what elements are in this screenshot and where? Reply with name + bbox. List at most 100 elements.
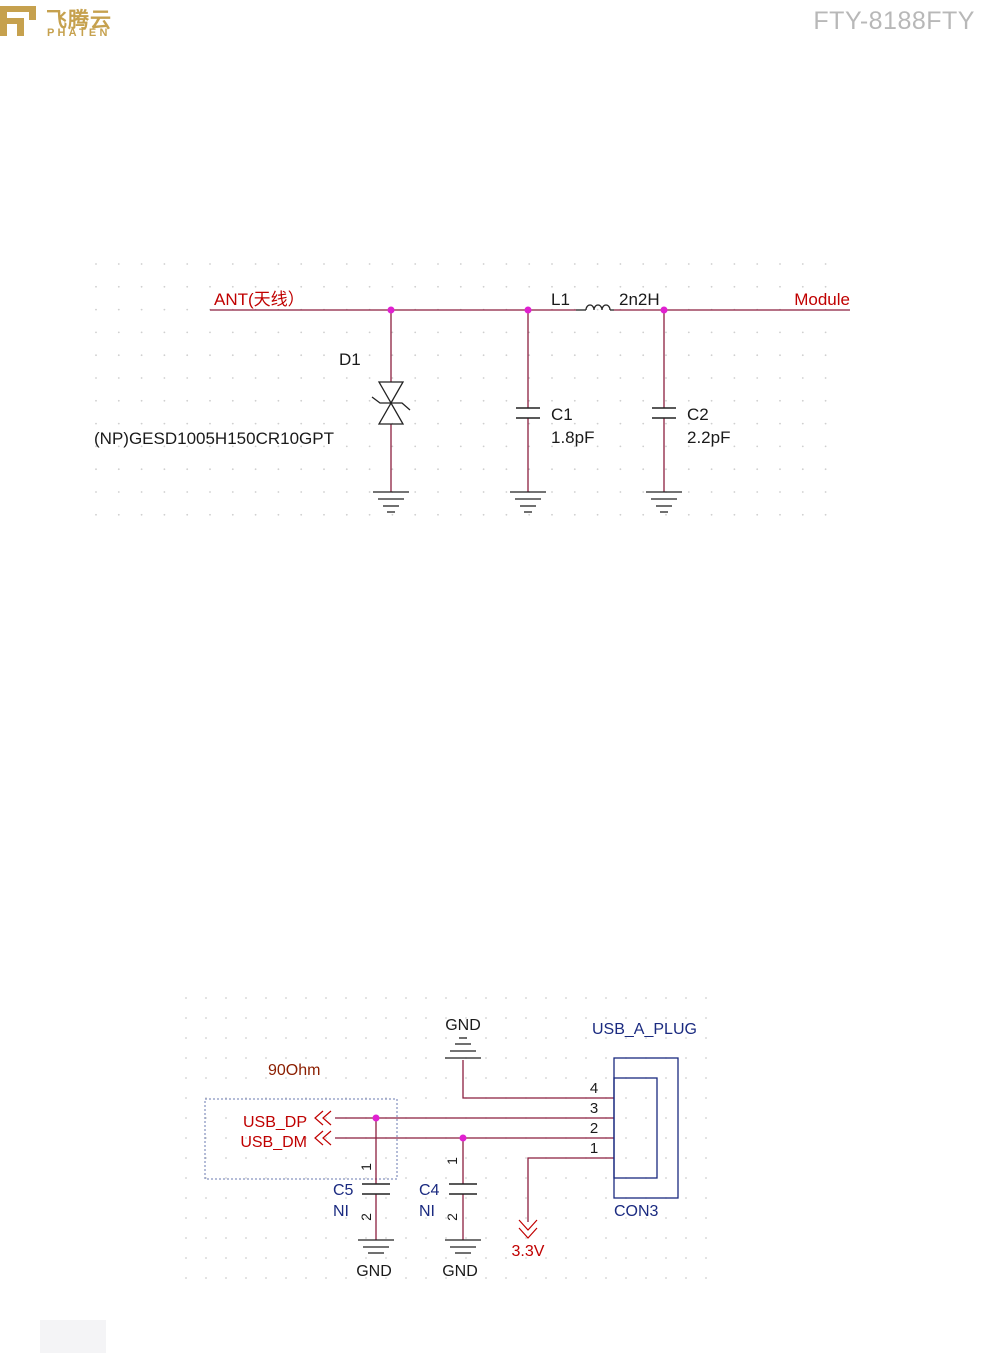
grid-dot — [756, 399, 759, 402]
grid-dot — [365, 1017, 367, 1019]
grid-dot — [365, 997, 367, 999]
grid-dot — [505, 285, 508, 288]
grid-dot — [685, 1237, 687, 1239]
grid-dot — [405, 1017, 407, 1019]
grid-dot — [140, 331, 143, 334]
grid-dot — [505, 1057, 507, 1059]
grid-dot — [245, 1237, 247, 1239]
port-chevron-dm-icon — [314, 1130, 332, 1146]
grid-dot — [779, 399, 781, 402]
grid-dot — [779, 491, 781, 493]
grid-dot — [459, 445, 462, 448]
grid-dot — [368, 468, 371, 471]
grid-dot — [485, 1177, 487, 1179]
grid-dot — [205, 1277, 207, 1279]
grid-dot — [585, 1237, 587, 1239]
grid-dot — [345, 445, 348, 448]
grid-dot — [425, 1177, 427, 1179]
grid-dot — [482, 445, 485, 448]
grid-dot — [665, 1077, 667, 1079]
grid-dot — [186, 331, 189, 334]
grid-dot — [687, 513, 690, 516]
grid-dot — [525, 1157, 527, 1159]
grid-dot — [205, 1057, 207, 1059]
wire-gnd-pin4 — [462, 1060, 614, 1099]
grid-dot — [525, 997, 527, 999]
grid-dot — [756, 377, 759, 379]
grid-dot — [551, 354, 553, 357]
grid-dot — [445, 1277, 447, 1279]
grid-dot — [573, 331, 576, 334]
capacitor-c5-icon — [362, 1183, 390, 1195]
grid-dot — [565, 1017, 567, 1019]
grid-dot — [254, 285, 257, 288]
grid-dot — [277, 354, 280, 357]
grid-dot — [163, 422, 166, 425]
grid-dot — [95, 263, 97, 265]
grid-dot — [525, 1077, 527, 1079]
grid-dot — [163, 285, 166, 288]
grid-dot — [596, 445, 599, 448]
grid-dot — [619, 331, 622, 334]
impedance-label: 90Ohm — [268, 1062, 320, 1079]
grid-dot — [625, 1117, 627, 1119]
grid-dot — [437, 399, 439, 402]
grid-dot — [365, 1037, 367, 1039]
grid-dot — [323, 377, 325, 379]
capacitor-c2-icon — [652, 407, 676, 419]
grid-dot — [391, 331, 394, 334]
grid-dot — [385, 1017, 387, 1019]
grid-dot — [437, 491, 439, 493]
grid-dot — [596, 468, 599, 471]
grid-dot — [414, 445, 417, 448]
grid-dot — [645, 1037, 647, 1039]
grid-dot — [565, 1177, 567, 1179]
grid-dot — [391, 468, 394, 471]
grid-dot — [685, 1037, 687, 1039]
grid-dot — [645, 1017, 647, 1019]
grid-dot — [300, 285, 303, 288]
grid-dot — [505, 422, 508, 425]
grid-dot — [185, 1217, 187, 1219]
grid-dot — [117, 445, 120, 448]
grid-dot — [665, 1117, 667, 1119]
grid-dot — [140, 308, 143, 311]
grid-dot — [585, 1077, 587, 1079]
grid-dot — [528, 468, 531, 471]
grid-dot — [779, 263, 781, 265]
ground-c4-icon — [445, 1239, 481, 1254]
grid-dot — [385, 1057, 387, 1059]
grid-dot — [323, 285, 325, 288]
grid-dot — [445, 1257, 447, 1259]
grid-dot — [705, 1237, 707, 1239]
grid-dot — [437, 377, 439, 379]
grid-dot — [687, 331, 690, 334]
grid-dot — [505, 491, 508, 493]
grid-dot — [625, 1137, 627, 1139]
grid-dot — [482, 331, 485, 334]
grid-dot — [277, 468, 280, 471]
grid-dot — [205, 1017, 207, 1019]
grid-dot — [245, 1117, 247, 1119]
grid-dot — [365, 1237, 367, 1239]
grid-dot — [305, 1077, 307, 1079]
ground-d1-icon — [373, 491, 409, 513]
ground-top-icon — [445, 1037, 481, 1059]
grid-dot — [368, 285, 371, 288]
grid-dot — [605, 997, 607, 999]
grid-dot — [225, 1117, 227, 1119]
grid-dot — [368, 263, 371, 265]
grid-dot — [325, 997, 327, 999]
grid-dot — [117, 263, 120, 265]
grid-dot — [619, 491, 622, 493]
grid-dot — [482, 285, 485, 288]
grid-dot — [685, 1137, 687, 1139]
grid-dot — [525, 1257, 527, 1259]
grid-dot — [95, 491, 97, 493]
grid-dot — [285, 1117, 287, 1119]
grid-dot — [505, 1217, 507, 1219]
grid-dot — [209, 491, 211, 493]
grid-dot — [605, 1197, 607, 1199]
grid-dot — [525, 1197, 527, 1199]
